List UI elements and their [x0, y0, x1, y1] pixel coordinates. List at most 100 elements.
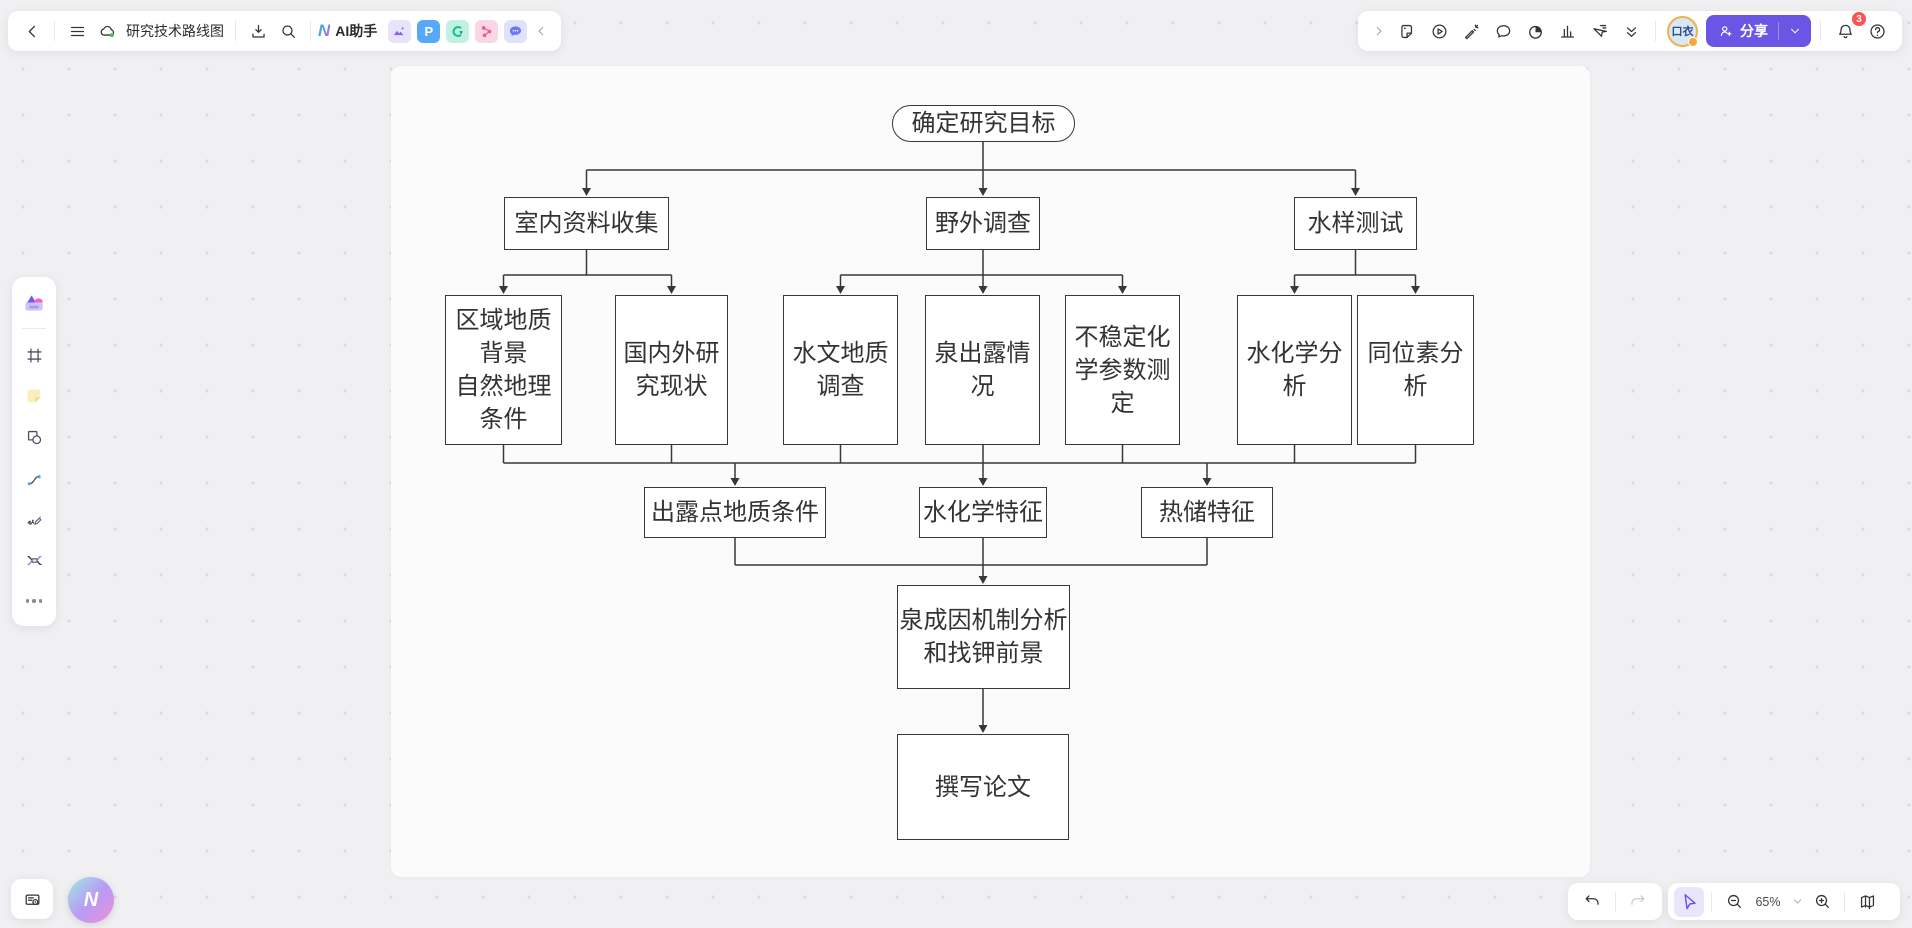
timer-button[interactable] [1520, 16, 1550, 46]
board-switch-button[interactable] [11, 879, 53, 919]
flow-node[interactable]: 泉成因机制分析和找钾前景 [897, 585, 1070, 689]
menu-icon [70, 26, 84, 36]
shapes-icon [27, 430, 41, 444]
flow-node[interactable]: 撰写论文 [897, 734, 1069, 840]
ai-flowchart-button[interactable] [475, 19, 499, 43]
minimap-button[interactable] [1852, 887, 1882, 917]
notifications-button[interactable]: 3 [1830, 11, 1867, 46]
ai-chat-button[interactable] [504, 19, 528, 43]
cloud-sync-status [92, 16, 122, 46]
bell-icon [1838, 24, 1852, 38]
document-title[interactable]: 研究技术路线图 [126, 23, 224, 39]
laser-pointer-button[interactable] [1456, 16, 1486, 46]
flow-node[interactable]: 同位素分析 [1357, 295, 1474, 445]
search-button[interactable] [273, 16, 303, 46]
download-icon [251, 24, 265, 38]
zoom-menu-button[interactable] [1787, 887, 1807, 917]
ai-assistant-label[interactable]: AI助手 [335, 23, 378, 39]
flow-node[interactable]: 水化学特征 [919, 487, 1047, 538]
flow-node-goal[interactable]: 确定研究目标 [892, 105, 1075, 142]
zoom-toolbar: 65% [1668, 883, 1900, 920]
more-icon [25, 599, 43, 603]
user-avatar[interactable]: 口衣 [1667, 15, 1698, 47]
flow-node[interactable]: 水化学分析 [1237, 295, 1352, 445]
poll-icon [1560, 25, 1574, 38]
flow-node[interactable]: 出露点地质条件 [644, 487, 826, 538]
sticky-note-tool[interactable] [18, 381, 50, 411]
present-button[interactable] [1424, 16, 1454, 46]
ai-export-button[interactable] [446, 19, 470, 43]
ai-bubble-logo: N [83, 888, 99, 911]
collapse-toolbar-button[interactable] [530, 16, 552, 46]
flow-node[interactable]: 国内外研究现状 [615, 295, 728, 445]
divider [1778, 22, 1779, 40]
divider [1655, 21, 1656, 41]
connector-tool[interactable] [18, 463, 50, 493]
timer-icon [1528, 25, 1542, 39]
sticky-note-icon [27, 389, 41, 403]
avatar-status-dot [1688, 36, 1698, 47]
menu-button[interactable] [62, 16, 92, 46]
more-tools-button[interactable] [18, 586, 50, 616]
pen-tool[interactable] [18, 504, 50, 534]
select-cursor-button[interactable] [1674, 886, 1704, 917]
widgets-button[interactable] [1392, 16, 1422, 46]
left-tool-sidebar [12, 277, 56, 626]
flow-node[interactable]: 不稳定化学参数测定 [1065, 295, 1180, 445]
zoom-level[interactable]: 65% [1755, 894, 1781, 909]
flow-node[interactable]: 室内资料收集 [504, 197, 669, 250]
ai-image-icon [394, 26, 405, 35]
zoom-in-button[interactable] [1807, 887, 1837, 917]
divider [54, 21, 55, 41]
redo-button[interactable] [1623, 887, 1653, 917]
share-dropdown[interactable] [1779, 15, 1811, 47]
templates-icon [25, 295, 43, 311]
ai-assistant-logo: N [318, 21, 331, 40]
ai-export-icon [452, 25, 464, 37]
ai-assistant-bubble[interactable]: N [68, 877, 114, 923]
flow-node[interactable]: 热储特征 [1141, 487, 1273, 538]
history-toolbar [1568, 883, 1662, 920]
back-icon [28, 25, 35, 37]
connector-icon [27, 474, 41, 485]
shapes-tool[interactable] [18, 422, 50, 452]
divider [1614, 891, 1616, 912]
download-button[interactable] [243, 16, 273, 46]
top-right-toolbar: 口衣 分享 3 [1358, 11, 1902, 51]
flow-node[interactable]: 区域地质背景 自然地理条件 [445, 295, 562, 445]
frame-tool[interactable] [18, 340, 50, 370]
follow-cursor-icon [1592, 24, 1607, 37]
ai-image-button[interactable] [388, 19, 412, 43]
follow-cursor-button[interactable] [1584, 16, 1614, 46]
divider [1820, 21, 1821, 41]
ai-chat-icon [510, 25, 522, 36]
flow-node[interactable]: 野外调查 [926, 197, 1040, 250]
zoom-in-icon [1815, 894, 1829, 908]
expand-toolbar-button[interactable] [1368, 16, 1390, 46]
frame-icon [27, 348, 41, 362]
whiteboard-canvas[interactable]: 确定研究目标 室内资料收集 野外调查 水样测试 区域地质背景 自然地理条件 国内… [391, 66, 1590, 877]
share-button[interactable]: 分享 [1706, 15, 1811, 47]
comment-button[interactable] [1488, 16, 1518, 46]
mindmap-tool[interactable] [18, 545, 50, 575]
collapse-top-toolbar-button[interactable] [1616, 16, 1646, 46]
templates-button[interactable] [18, 287, 50, 317]
back-button[interactable] [17, 16, 47, 46]
help-button[interactable] [1862, 16, 1892, 46]
undo-button[interactable] [1578, 887, 1608, 917]
poll-button[interactable] [1552, 16, 1582, 46]
flow-node[interactable]: 水文地质调查 [783, 295, 898, 445]
flow-node[interactable]: 泉出露情况 [925, 295, 1040, 445]
collapse-toolbar-icon [1626, 26, 1636, 37]
redo-icon [1631, 895, 1645, 905]
divider [235, 21, 236, 41]
ai-ppt-button[interactable]: P [417, 19, 441, 43]
flow-node[interactable]: 水样测试 [1294, 197, 1417, 250]
divider [1711, 891, 1712, 912]
minimap-icon [1860, 895, 1874, 910]
comment-icon [1496, 24, 1510, 38]
avatar-text: 口衣 [1671, 26, 1694, 38]
zoom-out-button[interactable] [1719, 887, 1749, 917]
undo-icon [1585, 895, 1599, 905]
